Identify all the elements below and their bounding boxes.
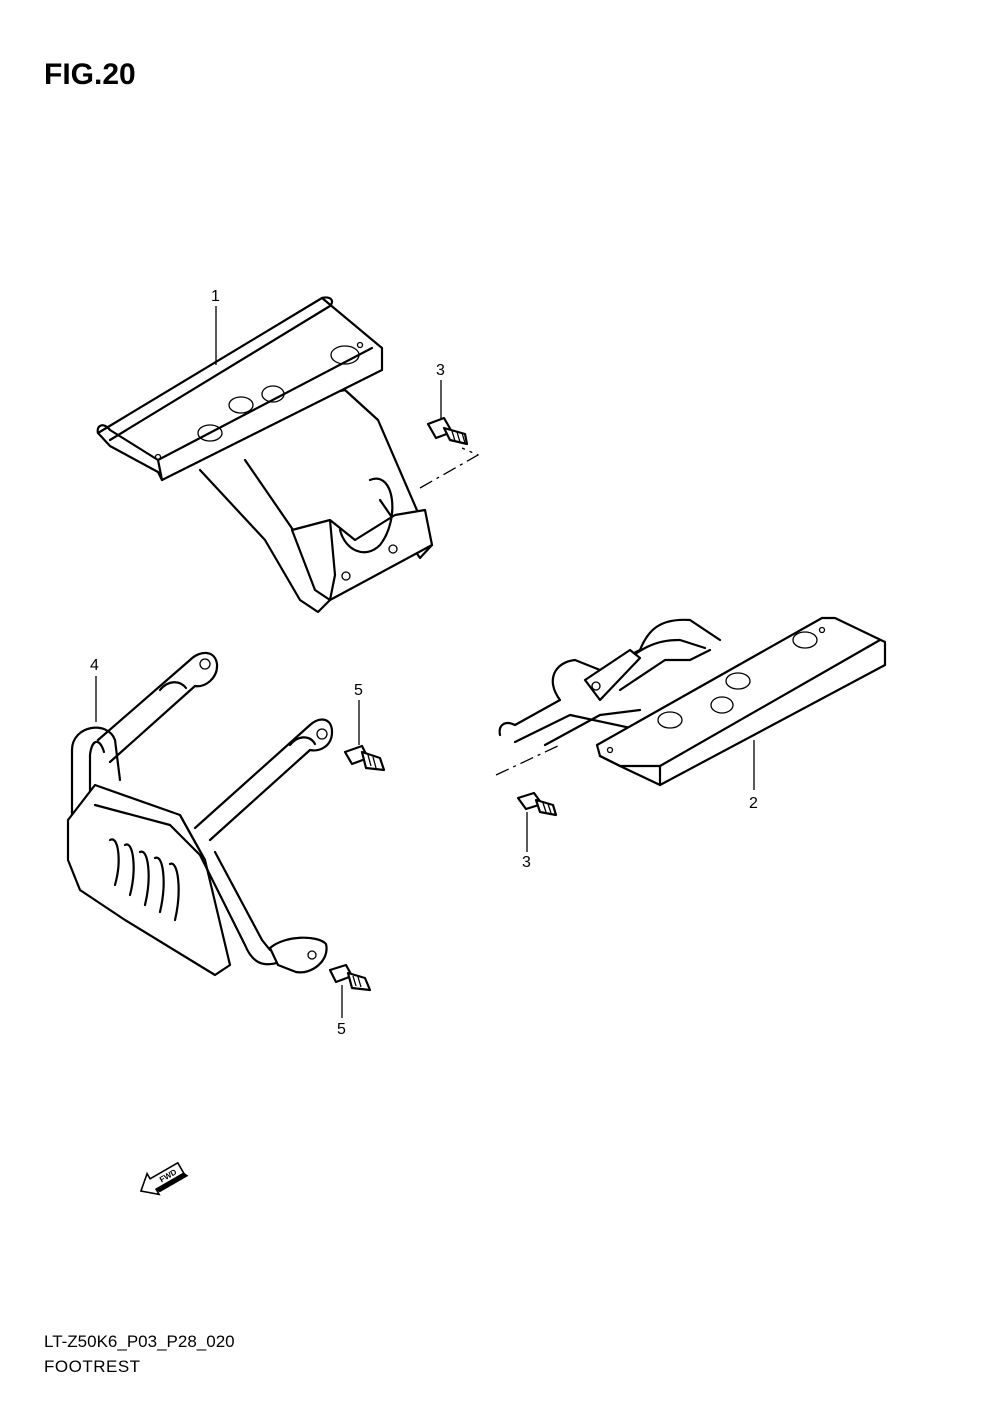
model-code: LT-Z50K6_P03_P28_020 bbox=[44, 1332, 235, 1351]
callout-5-upper: 5 bbox=[354, 682, 363, 699]
callout-3-upper: 3 bbox=[436, 362, 445, 379]
part-2-right-footrest[interactable] bbox=[498, 616, 887, 787]
part-5-bolt-lower[interactable] bbox=[328, 963, 372, 992]
callout-4: 4 bbox=[90, 657, 99, 674]
callout-3-lower: 3 bbox=[522, 854, 531, 871]
part-4-front-guard[interactable] bbox=[66, 651, 334, 977]
leader-lines bbox=[95, 306, 755, 1018]
figure-title: FIG.20 bbox=[44, 58, 136, 91]
callout-1: 1 bbox=[211, 288, 220, 305]
fwd-arrow-icon: FWD bbox=[139, 1161, 189, 1196]
part-3-bolt-lower[interactable] bbox=[516, 791, 558, 817]
callout-2: 2 bbox=[749, 795, 758, 812]
callout-5-lower: 5 bbox=[337, 1021, 346, 1038]
part-3-bolt-upper[interactable] bbox=[426, 416, 469, 446]
part-5-bolt-upper[interactable] bbox=[343, 744, 386, 772]
part-1-left-footrest[interactable] bbox=[96, 296, 434, 614]
section-name: FOOTREST bbox=[44, 1357, 141, 1376]
